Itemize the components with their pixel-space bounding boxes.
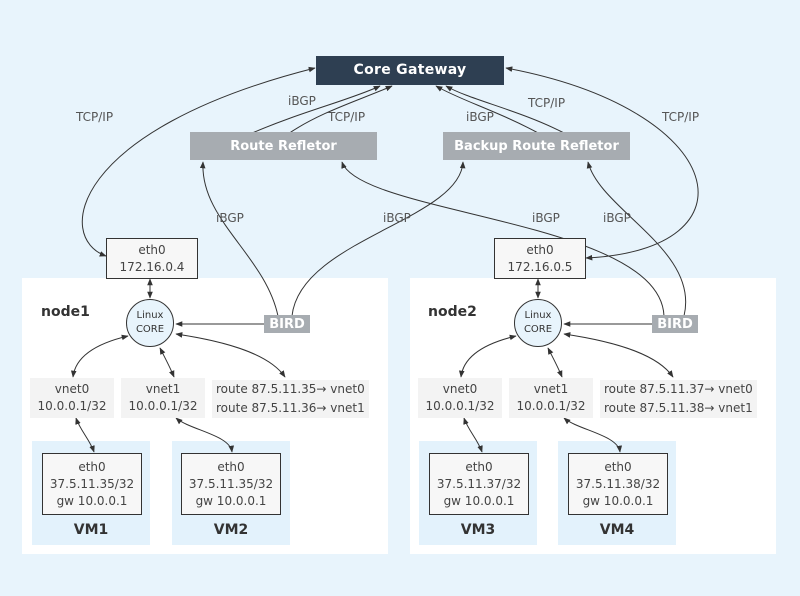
node1-linux-core: Linux CORE bbox=[126, 299, 174, 347]
node2-vnet0: vnet0 10.0.0.1/32 bbox=[418, 378, 502, 418]
edge-rr-tcpip bbox=[287, 85, 393, 135]
node2-route-1: route 87.5.11.38→ vnet1 bbox=[604, 401, 753, 415]
vm4-gw: gw 10.0.0.1 bbox=[582, 493, 654, 508]
node1-eth0-label: eth0 bbox=[138, 242, 166, 257]
node1-vnet1: vnet1 10.0.0.1/32 bbox=[121, 378, 205, 418]
vm4-iface: eth0 bbox=[604, 459, 632, 474]
node2-core-line1: Linux bbox=[524, 310, 552, 321]
node1-bird: BIRD bbox=[264, 315, 310, 333]
edge-core-vnet0-2 bbox=[458, 334, 517, 378]
vm2-name: VM2 bbox=[213, 522, 249, 538]
vm2-gw: gw 10.0.0.1 bbox=[195, 493, 267, 508]
node1-core-line1: Linux bbox=[136, 310, 164, 321]
node1-vnet0-name: vnet0 bbox=[54, 382, 90, 396]
vm3-iface: eth0 bbox=[465, 459, 493, 474]
node2-eth0-label: eth0 bbox=[526, 242, 554, 257]
vm3-eth0: eth0 37.5.11.37/32 gw 10.0.0.1 bbox=[429, 453, 529, 515]
label-ibgp-node1-brr: iBGP bbox=[383, 211, 411, 225]
node1-vnet0-ip: 10.0.0.1/32 bbox=[37, 399, 107, 413]
edge-vnet-vm3 bbox=[463, 417, 483, 453]
node1-eth0-ip: 172.16.0.4 bbox=[119, 259, 185, 274]
node2-vnet1: vnet1 10.0.0.1/32 bbox=[509, 378, 593, 418]
label-ibgp-rr: iBGP bbox=[288, 94, 316, 108]
label-ibgp-node2-rr: iBGP bbox=[532, 211, 560, 225]
edge-bird1-brr bbox=[291, 161, 466, 317]
node1-title: node1 bbox=[41, 304, 90, 320]
edge-vnet-vm2 bbox=[175, 417, 235, 453]
edge-bird2-rr bbox=[341, 161, 665, 317]
node2-vnet0-ip: 10.0.0.1/32 bbox=[425, 399, 495, 413]
node2-linux-core: Linux CORE bbox=[514, 299, 562, 347]
vm3-name: VM3 bbox=[460, 522, 496, 538]
vm4-name: VM4 bbox=[599, 522, 635, 538]
edge-core-route-1 bbox=[175, 332, 286, 378]
vm2-ip: 37.5.11.35/32 bbox=[188, 476, 274, 491]
vm4-ip: 37.5.11.38/32 bbox=[575, 476, 661, 491]
edge-bird2-brr bbox=[586, 161, 687, 317]
edge-tcpip-node1 bbox=[81, 66, 316, 257]
label-tcpip-rr: TCP/IP bbox=[328, 110, 366, 124]
node1-vnet1-name: vnet1 bbox=[145, 382, 181, 396]
vm1-eth0: eth0 37.5.11.35/32 gw 10.0.0.1 bbox=[42, 453, 142, 515]
label-ibgp-node2-brr: iBGP bbox=[603, 211, 631, 225]
vm1-iface: eth0 bbox=[78, 459, 106, 474]
edge-bird1-rr bbox=[199, 161, 279, 317]
label-tcpip-right: TCP/IP bbox=[662, 110, 700, 124]
label-tcpip-brr: TCP/IP bbox=[528, 96, 566, 110]
label-tcpip-left: TCP/IP bbox=[76, 110, 114, 124]
edge-tcpip-node2 bbox=[505, 66, 699, 261]
vm1-ip: 37.5.11.35/32 bbox=[49, 476, 135, 491]
node1-vnet1-ip: 10.0.0.1/32 bbox=[128, 399, 198, 413]
edge-vnet-vm1 bbox=[75, 417, 95, 453]
node1-routes: route 87.5.11.35→ vnet0 route 87.5.11.36… bbox=[212, 380, 369, 418]
vm1-gw: gw 10.0.0.1 bbox=[56, 493, 128, 508]
vm4-eth0: eth0 37.5.11.38/32 gw 10.0.0.1 bbox=[568, 453, 668, 515]
edge-core-route-2 bbox=[563, 332, 674, 378]
core-gateway: Core Gateway bbox=[316, 56, 504, 85]
node2-routes: route 87.5.11.37→ vnet0 route 87.5.11.38… bbox=[600, 380, 757, 418]
edge-core-vnet1-2 bbox=[547, 347, 563, 378]
label-ibgp-node1-rr: iBGP bbox=[216, 211, 244, 225]
vm1-name: VM1 bbox=[73, 522, 109, 538]
node2-vnet1-ip: 10.0.0.1/32 bbox=[516, 399, 586, 413]
node1-route-0: route 87.5.11.35→ vnet0 bbox=[216, 382, 365, 396]
node2-vnet0-name: vnet0 bbox=[442, 382, 478, 396]
vm3-gw: gw 10.0.0.1 bbox=[443, 493, 515, 508]
route-reflector: Route Refletor bbox=[190, 132, 377, 160]
vm3-ip: 37.5.11.37/32 bbox=[436, 476, 522, 491]
vm2-eth0: eth0 37.5.11.35/32 gw 10.0.0.1 bbox=[181, 453, 281, 515]
node1-eth0: eth0 172.16.0.4 bbox=[106, 238, 198, 279]
edge-core-vnet1-1 bbox=[159, 347, 175, 378]
backup-route-reflector: Backup Route Refletor bbox=[443, 132, 630, 160]
node2-route-0: route 87.5.11.37→ vnet0 bbox=[604, 382, 753, 396]
node2-core-line2: CORE bbox=[523, 324, 553, 335]
node1-route-1: route 87.5.11.36→ vnet1 bbox=[216, 401, 365, 415]
edge-core-vnet0-1 bbox=[70, 334, 129, 378]
label-ibgp-brr: iBGP bbox=[466, 110, 494, 124]
node1-vnet0: vnet0 10.0.0.1/32 bbox=[30, 378, 114, 418]
node2-eth0: eth0 172.16.0.5 bbox=[494, 238, 586, 279]
edge-rr-ibgp bbox=[249, 85, 381, 135]
node2-vnet1-name: vnet1 bbox=[533, 382, 569, 396]
edge-vnet-vm4 bbox=[563, 417, 623, 453]
edge-brr-tcpip bbox=[445, 85, 567, 135]
edge-brr-ibgp bbox=[435, 85, 541, 135]
node2-bird: BIRD bbox=[652, 315, 698, 333]
vm2-iface: eth0 bbox=[217, 459, 245, 474]
node1-core-line2: CORE bbox=[135, 324, 165, 335]
node2-eth0-ip: 172.16.0.5 bbox=[507, 259, 573, 274]
node2-title: node2 bbox=[428, 304, 477, 320]
